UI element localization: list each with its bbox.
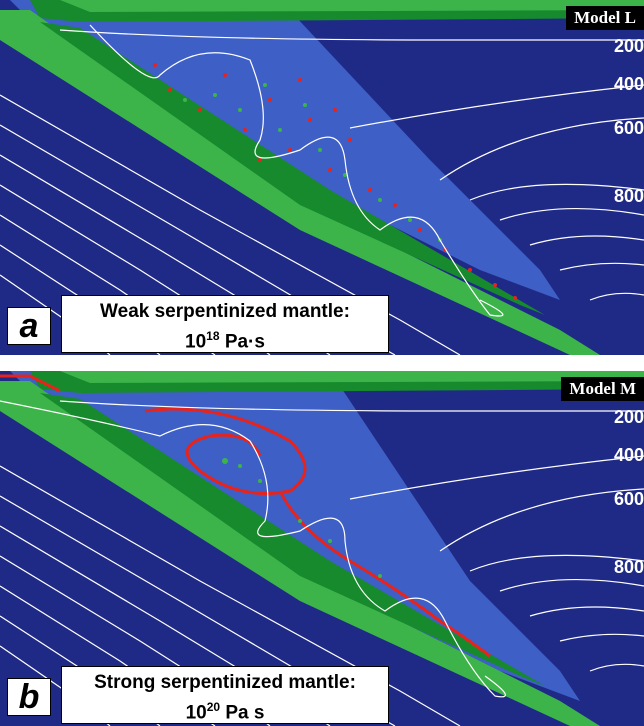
isotherm-label-400: 400 (613, 445, 644, 465)
caption-viscosity: 1020 Pa s (62, 695, 388, 725)
viscosity-unit: Pa s (225, 702, 265, 724)
isotherm-label-200: 200 (613, 36, 644, 56)
model-label: Model L (566, 6, 644, 30)
panel-letter: b (7, 678, 51, 716)
caption: Strong serpentinized mantle: 1020 Pa s (61, 666, 389, 724)
isotherm-label-600: 600 (613, 118, 644, 138)
panel-a: Model L 200 400 600 800 a Weak serpentin… (0, 0, 644, 355)
viscosity-exponent: 18 (206, 329, 220, 343)
green-particles (183, 83, 442, 242)
viscosity-base: 10 (185, 331, 207, 353)
viscosity-exponent: 20 (206, 700, 221, 714)
caption: Weak serpentinized mantle: 1018 Pa·s (61, 295, 389, 353)
isotherm-label-400: 400 (613, 74, 644, 94)
crust-light-layer (60, 371, 644, 383)
panel-letter: a (7, 307, 51, 345)
viscosity-base: 10 (185, 702, 207, 724)
caption-viscosity: 1018 Pa·s (62, 324, 388, 354)
caption-title: Strong serpentinized mantle: (94, 672, 356, 693)
viscosity-unit: Pa·s (224, 331, 265, 353)
slab-inner-layer (40, 22, 545, 315)
model-label: Model M (561, 377, 644, 401)
crust-light-layer (60, 0, 644, 12)
green-particles (222, 458, 382, 578)
melt-particles (153, 63, 517, 300)
slab-inner-layer (40, 393, 545, 686)
melt-swirl (0, 374, 491, 658)
isotherm-label-600: 600 (613, 489, 644, 509)
isotherm-label-800: 800 (613, 186, 644, 206)
caption-title: Weak serpentinized mantle: (100, 301, 350, 322)
isotherm-label-200: 200 (613, 407, 644, 427)
panel-b: Model M 200 400 600 800 b Strong serpent… (0, 371, 644, 726)
isotherm-label-800: 800 (613, 557, 644, 577)
